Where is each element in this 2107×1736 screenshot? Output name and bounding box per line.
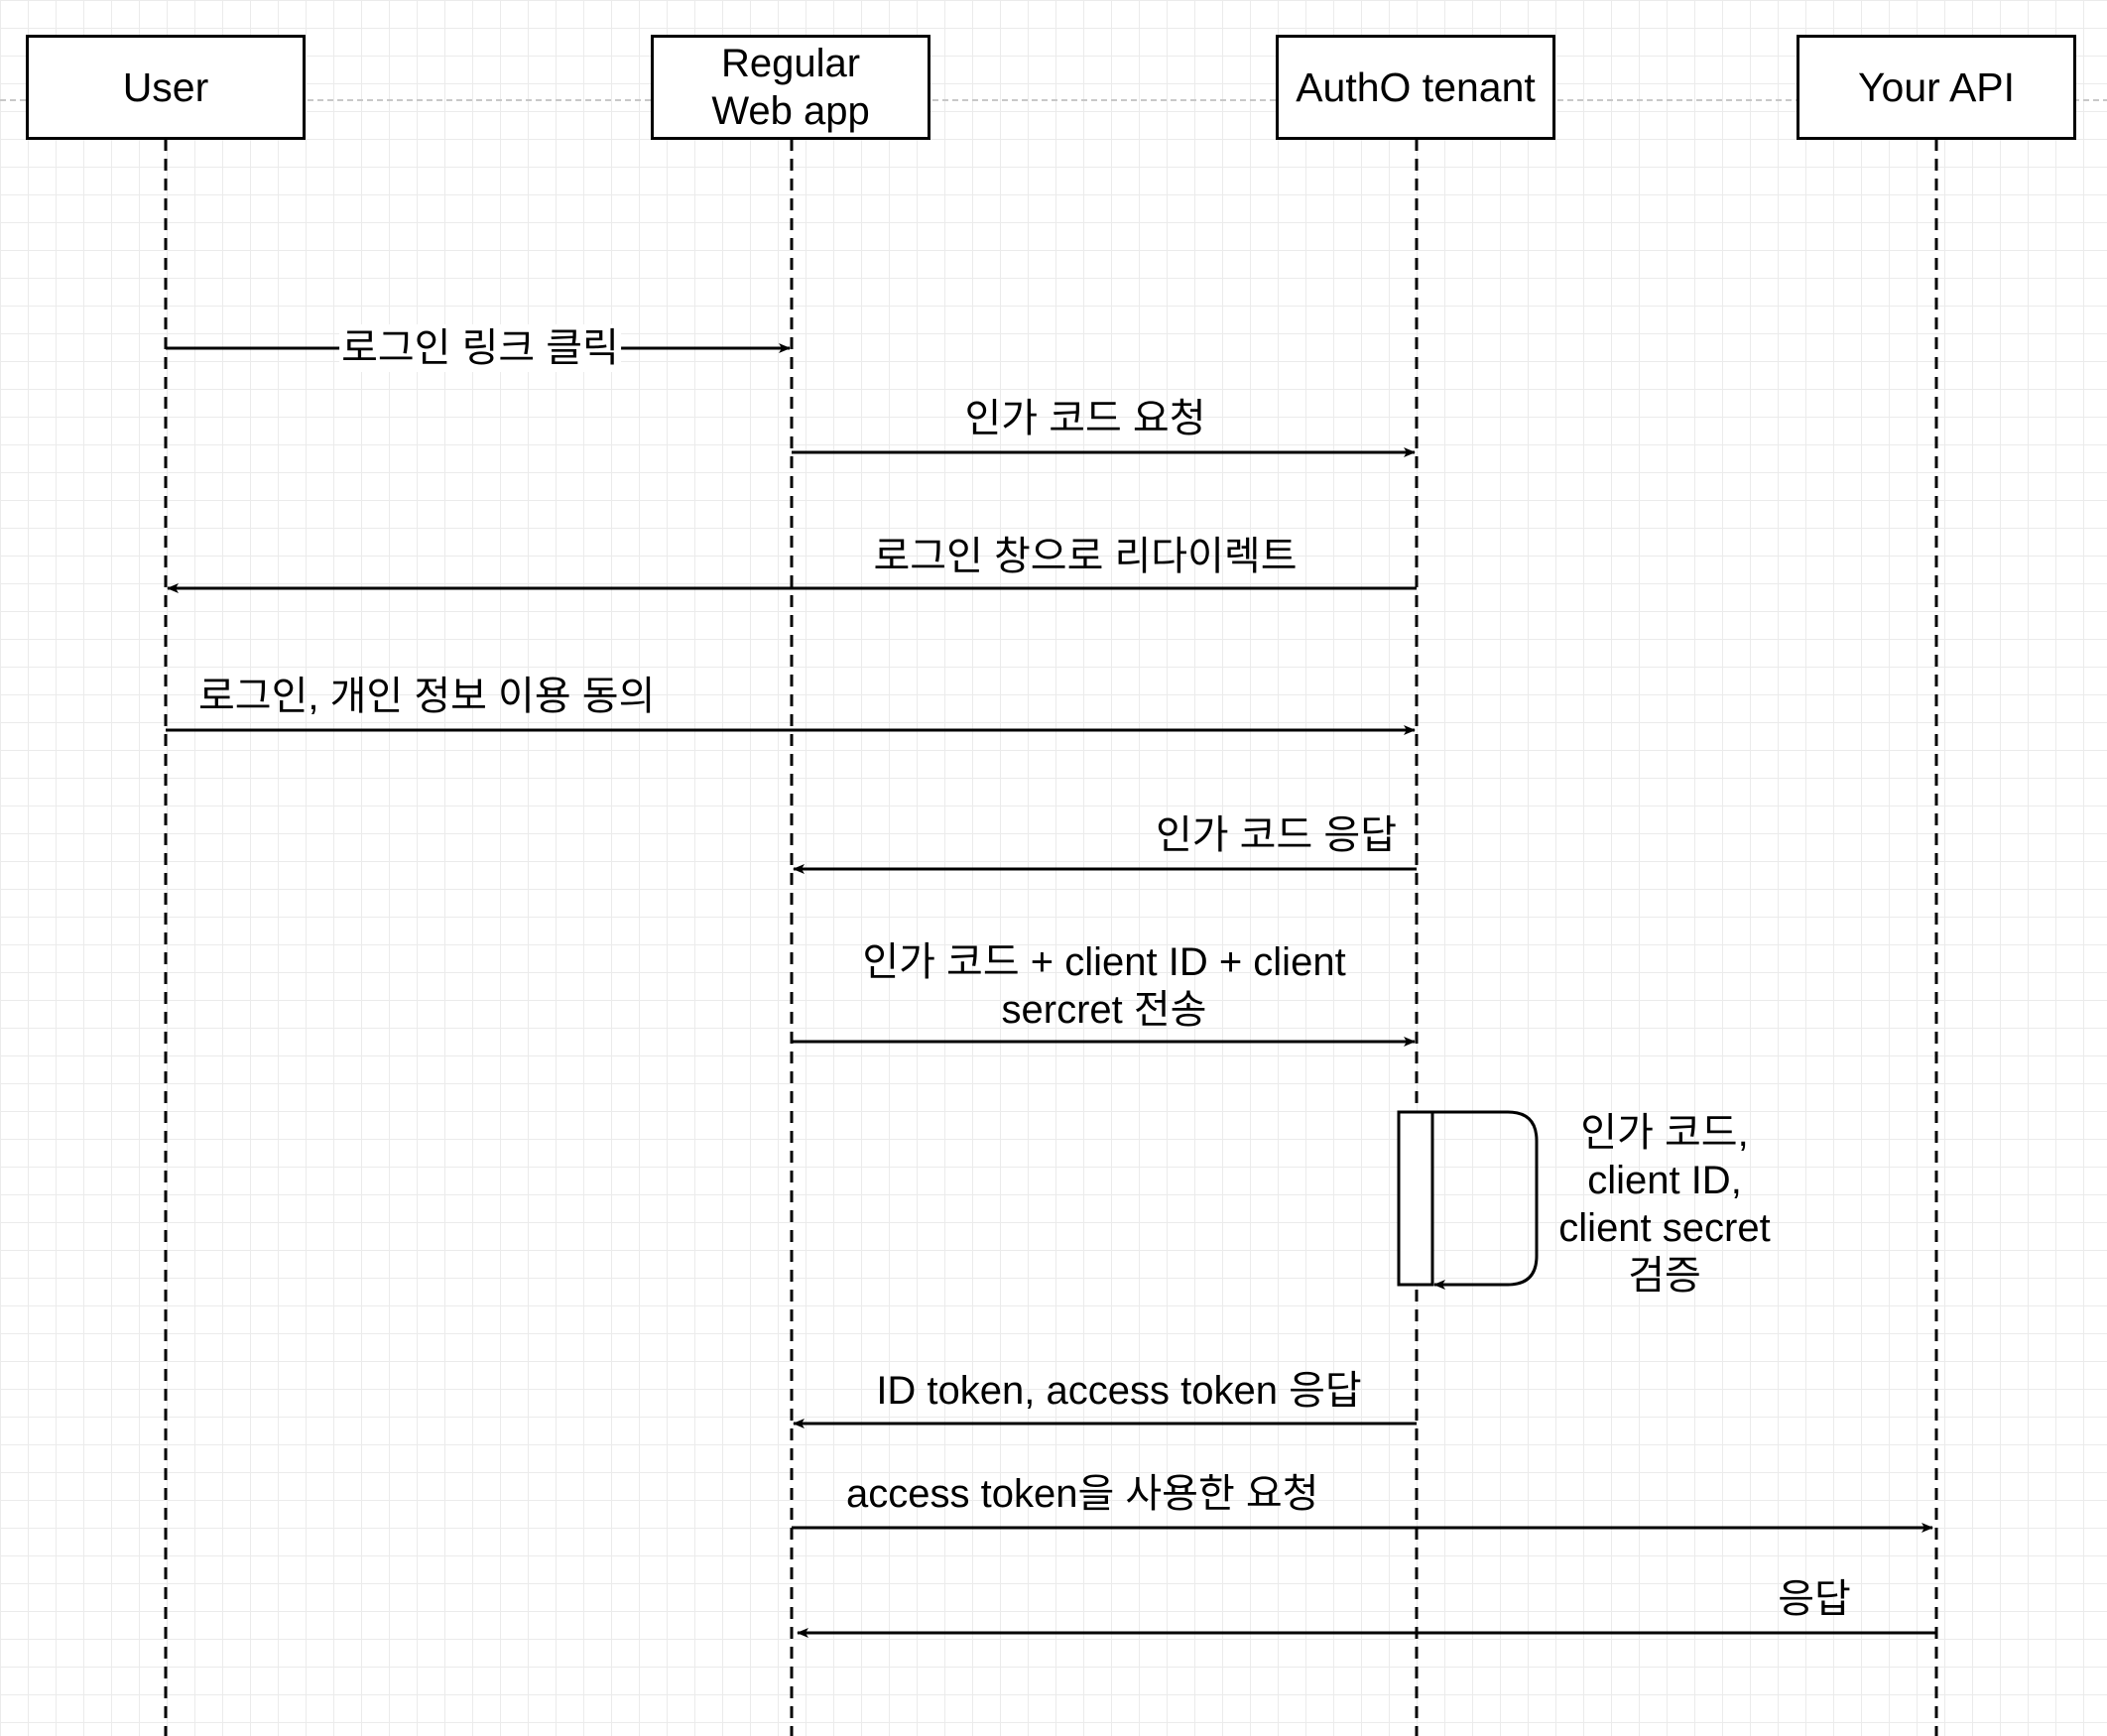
- participant-webapp-label: Regular Web app: [711, 42, 870, 133]
- participant-user-label: User: [122, 64, 209, 110]
- message-label-1: 로그인 링크 클릭: [339, 324, 621, 372]
- message-label-9: access token을 사용한 요청: [846, 1472, 1319, 1516]
- participant-user[interactable]: User: [26, 35, 306, 140]
- participant-tenant-label: AuthO tenant: [1296, 64, 1536, 110]
- message-label-6-line1: 인가 코드 + client ID + client: [862, 940, 1346, 984]
- self-message-label-line3: client secret: [1558, 1206, 1771, 1250]
- participant-api[interactable]: Your API: [1797, 35, 2076, 140]
- message-label-8: ID token, access token 응답: [876, 1369, 1362, 1413]
- self-message-label-line2: client ID,: [1587, 1159, 1742, 1202]
- message-label-10: 응답: [1778, 1577, 1851, 1621]
- message-label-5: 인가 코드 응답: [1155, 813, 1397, 857]
- self-message-arrow: [1432, 1110, 1539, 1290]
- message-label-4: 로그인, 개인 정보 이용 동의: [198, 675, 656, 718]
- message-label-3: 로그인 창으로 리다이렉트: [873, 535, 1298, 578]
- message-label-6-line2: sercret 전송: [1001, 988, 1207, 1032]
- message-label-2: 인가 코드 요청: [964, 397, 1206, 440]
- participant-webapp[interactable]: Regular Web app: [651, 35, 930, 140]
- participant-tenant[interactable]: AuthO tenant: [1276, 35, 1555, 140]
- self-message-label-line4: 검증: [1628, 1254, 1701, 1298]
- activation-box: [1397, 1110, 1434, 1287]
- participant-api-label: Your API: [1857, 64, 2016, 110]
- self-message-label-line1: 인가 코드,: [1580, 1111, 1749, 1155]
